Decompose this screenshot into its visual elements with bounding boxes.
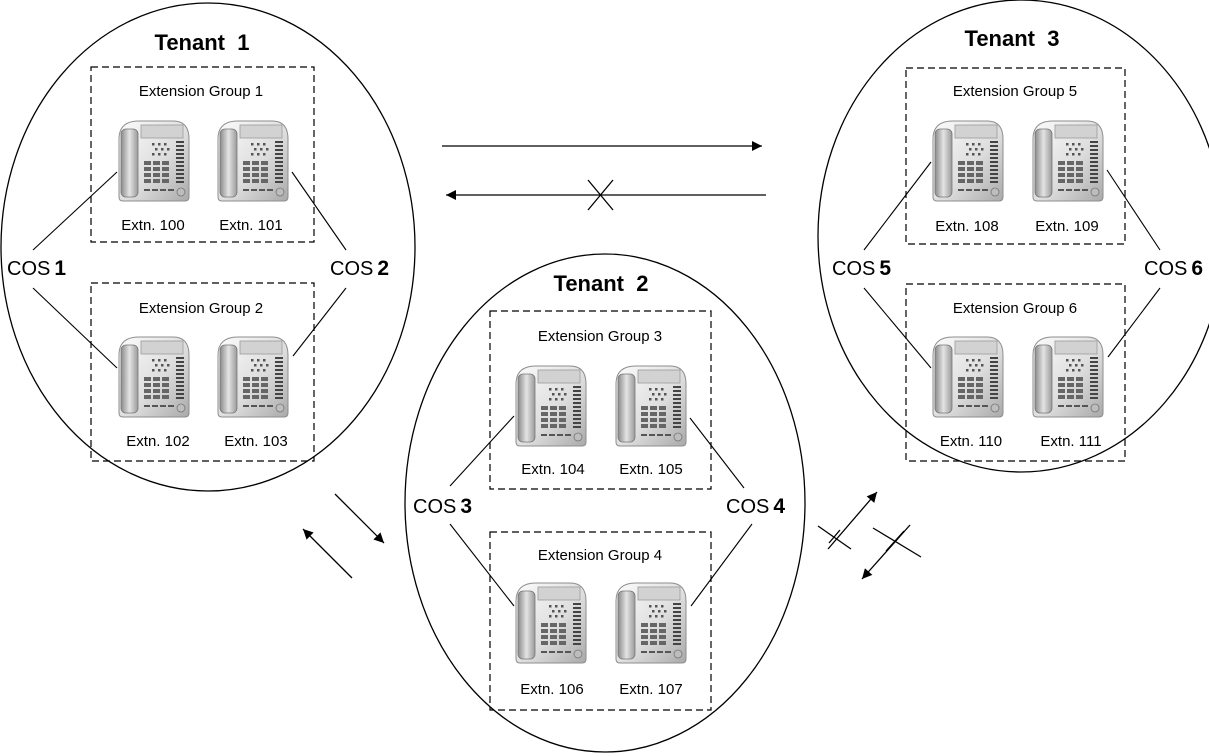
desk-phone-icon [932, 120, 1004, 202]
desk-phone-icon [118, 120, 190, 202]
extension-label: Extn. 109 [1035, 218, 1098, 235]
extension-label: Extn. 100 [121, 217, 184, 234]
cos-link-line [863, 287, 932, 369]
extension-label: Extn. 111 [1040, 433, 1101, 450]
arrow-tenant-2-to-tenant-1 [302, 528, 353, 579]
cos-link-line [1107, 287, 1161, 358]
extension-group-2-label: Extension Group 2 [139, 300, 263, 317]
extension-group-1-box [90, 66, 315, 243]
extension-label: Extn. 101 [219, 217, 282, 234]
tenant-1-title: Tenant 1 [155, 30, 250, 55]
desk-phone-icon [615, 365, 687, 447]
tenant-2-boundary [404, 253, 806, 753]
extension-label: Extn. 103 [224, 433, 287, 450]
extension-group-4-box [489, 531, 712, 711]
extension-group-1-label: Extension Group 1 [139, 83, 263, 100]
desk-phone-icon [515, 365, 587, 447]
cos-link-line [863, 161, 932, 251]
extension-group-3-label: Extension Group 3 [538, 328, 662, 345]
cos-link-line [291, 171, 347, 251]
cos-link-line [689, 417, 745, 489]
extension-label: Extn. 105 [619, 461, 682, 478]
extension-label: Extn. 106 [520, 681, 583, 698]
desk-phone-icon [1032, 336, 1104, 418]
tenant-2: Tenant 2 Extension Group 3 Extn. 104 Ext… [404, 253, 806, 753]
cos-link-line [690, 523, 753, 607]
cos-link-line [292, 287, 347, 357]
extension-label: Extn. 104 [521, 461, 584, 478]
cos-link-line [32, 171, 118, 251]
extension-label: Extn. 110 [940, 433, 1002, 450]
arrow-tenant-2-to-tenant-3 [827, 491, 878, 550]
extension-group-2-box [90, 282, 315, 462]
cross-mark-icon [872, 527, 922, 558]
cos-link-line [449, 415, 515, 487]
extension-label: Extn. 102 [126, 433, 189, 450]
desk-phone-icon [515, 582, 587, 664]
tenant-1-boundary [0, 2, 416, 492]
cos-link-line [32, 287, 118, 369]
tenant-1: Tenant 1 Extension Group 1 Extn. 100 Ext… [0, 2, 416, 492]
desk-phone-icon [615, 582, 687, 664]
desk-phone-icon [217, 336, 289, 418]
extension-label: Extn. 108 [935, 218, 998, 235]
desk-phone-icon [118, 336, 190, 418]
cos-link-line [449, 523, 515, 607]
tenant-3: Tenant 3 Extension Group 5 Extn. 108 Ext… [817, 0, 1209, 473]
extension-label: Extn. 107 [619, 681, 682, 698]
extension-group-3-box [489, 310, 712, 490]
tenant-3-boundary [817, 0, 1209, 473]
cross-mark-icon [587, 179, 614, 211]
arrow-tenant-1-to-tenant-2 [334, 493, 385, 544]
desk-phone-icon [1032, 120, 1104, 202]
extension-group-5-label: Extension Group 5 [953, 83, 1077, 100]
cos-link-line [1106, 169, 1161, 251]
desk-phone-icon [932, 336, 1004, 418]
tenant-3-title: Tenant 3 [965, 26, 1060, 51]
extension-group-6-label: Extension Group 6 [953, 300, 1077, 317]
cross-mark-icon [817, 525, 852, 550]
extension-group-4-label: Extension Group 4 [538, 547, 662, 564]
desk-phone-icon [217, 120, 289, 202]
tenant-2-title: Tenant 2 [554, 271, 649, 296]
connection-arrows [302, 141, 922, 580]
